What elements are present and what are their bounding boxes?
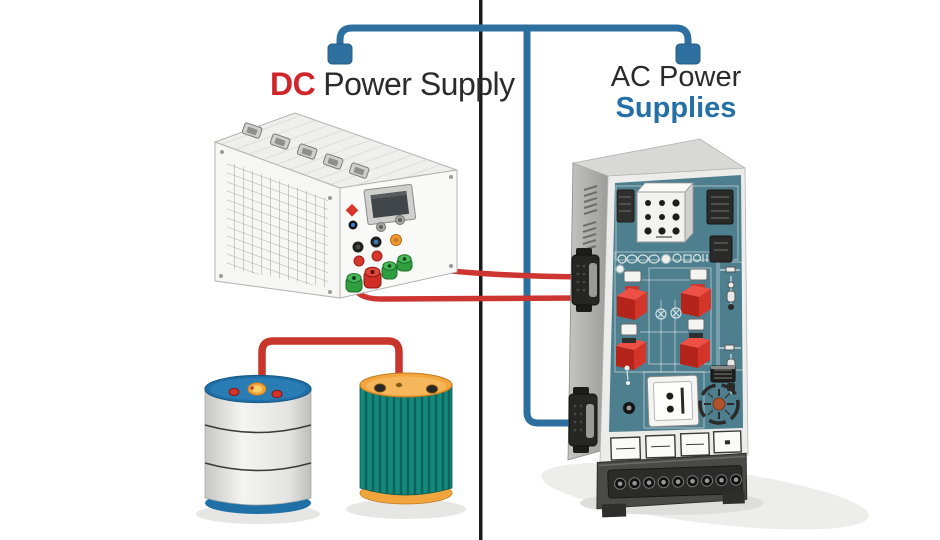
blue-top-bracket-wire <box>336 24 692 54</box>
dc-title-prefix: DC <box>270 66 316 102</box>
dc-power-supply-unit <box>213 112 458 299</box>
ac-title-line2: Supplies <box>615 91 737 124</box>
ac-title-line1: AC Power <box>610 61 742 93</box>
drum-cap-red-right <box>271 389 283 399</box>
dc-mesh-grille <box>227 161 328 288</box>
ac-side-block-lower <box>568 387 598 453</box>
dc-power-led <box>348 220 358 230</box>
battery-shadow <box>346 499 466 519</box>
ac-base <box>596 452 748 518</box>
blue-drop-wire <box>523 24 582 427</box>
ac-section-title: AC Power Supplies <box>600 62 752 123</box>
ac-matrix-box <box>636 181 694 244</box>
ac-switch-blocks-right <box>706 189 734 263</box>
ac-matrix-label <box>656 236 672 238</box>
drum-cap-center-dot <box>250 386 254 390</box>
ac-terminal-circles <box>614 473 743 490</box>
ac-rocker-row1 <box>623 268 708 290</box>
teal-battery-ribs <box>364 384 451 495</box>
ac-rocker-1 <box>623 270 642 283</box>
ac-small-connector <box>710 365 736 383</box>
ac-rocker-4 <box>687 318 705 331</box>
dc-small-knobs <box>376 215 405 232</box>
ac-matrix-holes <box>644 199 680 235</box>
ac-left-column-items <box>623 365 635 414</box>
dc-red-diamond-indicator <box>345 203 359 217</box>
teal-battery-wire-hole <box>395 382 403 388</box>
blue-connector-left <box>327 43 353 65</box>
ac-power-supply-cabinet <box>567 138 749 518</box>
center-divider-line <box>479 0 483 540</box>
drum-cap-red-left <box>228 387 240 397</box>
blue-connector-right <box>675 43 701 65</box>
terminal-green-2 <box>381 261 398 280</box>
teal-battery-terminal-left <box>374 383 386 393</box>
ac-side-vents <box>582 184 598 252</box>
terminal-green-3 <box>396 254 413 272</box>
ac-rotary-dial <box>698 383 740 425</box>
ac-red-cube-buttons <box>616 285 711 370</box>
drum-body <box>204 387 312 506</box>
ac-rocker-3-label <box>622 338 636 343</box>
ac-rocker-1-label <box>625 286 639 290</box>
ac-side-block-upper <box>571 248 600 312</box>
ac-drawer-band <box>610 430 742 461</box>
teal-battery-top-inner <box>366 376 446 396</box>
ac-icon-strip <box>615 253 708 274</box>
terminal-green-1 <box>345 273 363 293</box>
red-cube-1 <box>617 288 647 320</box>
ac-foot-left <box>601 503 627 518</box>
ac-circle-symbols <box>655 307 682 320</box>
drum-ring-lower <box>204 462 312 472</box>
ac-switch-block-left-ridges <box>619 196 631 212</box>
ac-power-outlet <box>646 374 700 428</box>
red-cube-4 <box>680 336 710 368</box>
drum-battery <box>204 374 312 514</box>
blue-wiring <box>327 24 701 427</box>
ac-rocker-row2 <box>620 318 705 343</box>
terminal-red <box>363 266 382 289</box>
dc-red-buttons <box>353 250 383 267</box>
teal-battery <box>359 372 453 505</box>
drum-ring-upper <box>204 424 312 434</box>
drum-cap-center-inner <box>251 385 263 393</box>
dc-title-rest: Power Supply <box>323 66 515 102</box>
dc-output-terminals <box>345 254 413 293</box>
dc-top-handles <box>241 122 370 179</box>
red-cube-2 <box>681 285 711 317</box>
ac-switch-block-left <box>616 189 635 223</box>
dc-screws <box>219 150 453 294</box>
ac-rocker-3 <box>620 323 638 336</box>
ac-rocker-4-label <box>689 333 703 338</box>
battery-jumper-wire <box>258 337 403 392</box>
ac-rocker-2-label <box>691 284 705 288</box>
drum-top-caps <box>228 382 283 399</box>
ac-foot-right <box>722 491 745 505</box>
dc-top-hatch <box>215 113 457 188</box>
dc-adjust-knobs <box>352 234 402 253</box>
ac-rocker-2 <box>689 268 708 281</box>
teal-battery-terminal-right <box>426 384 438 394</box>
dc-lcd-display <box>363 183 417 226</box>
